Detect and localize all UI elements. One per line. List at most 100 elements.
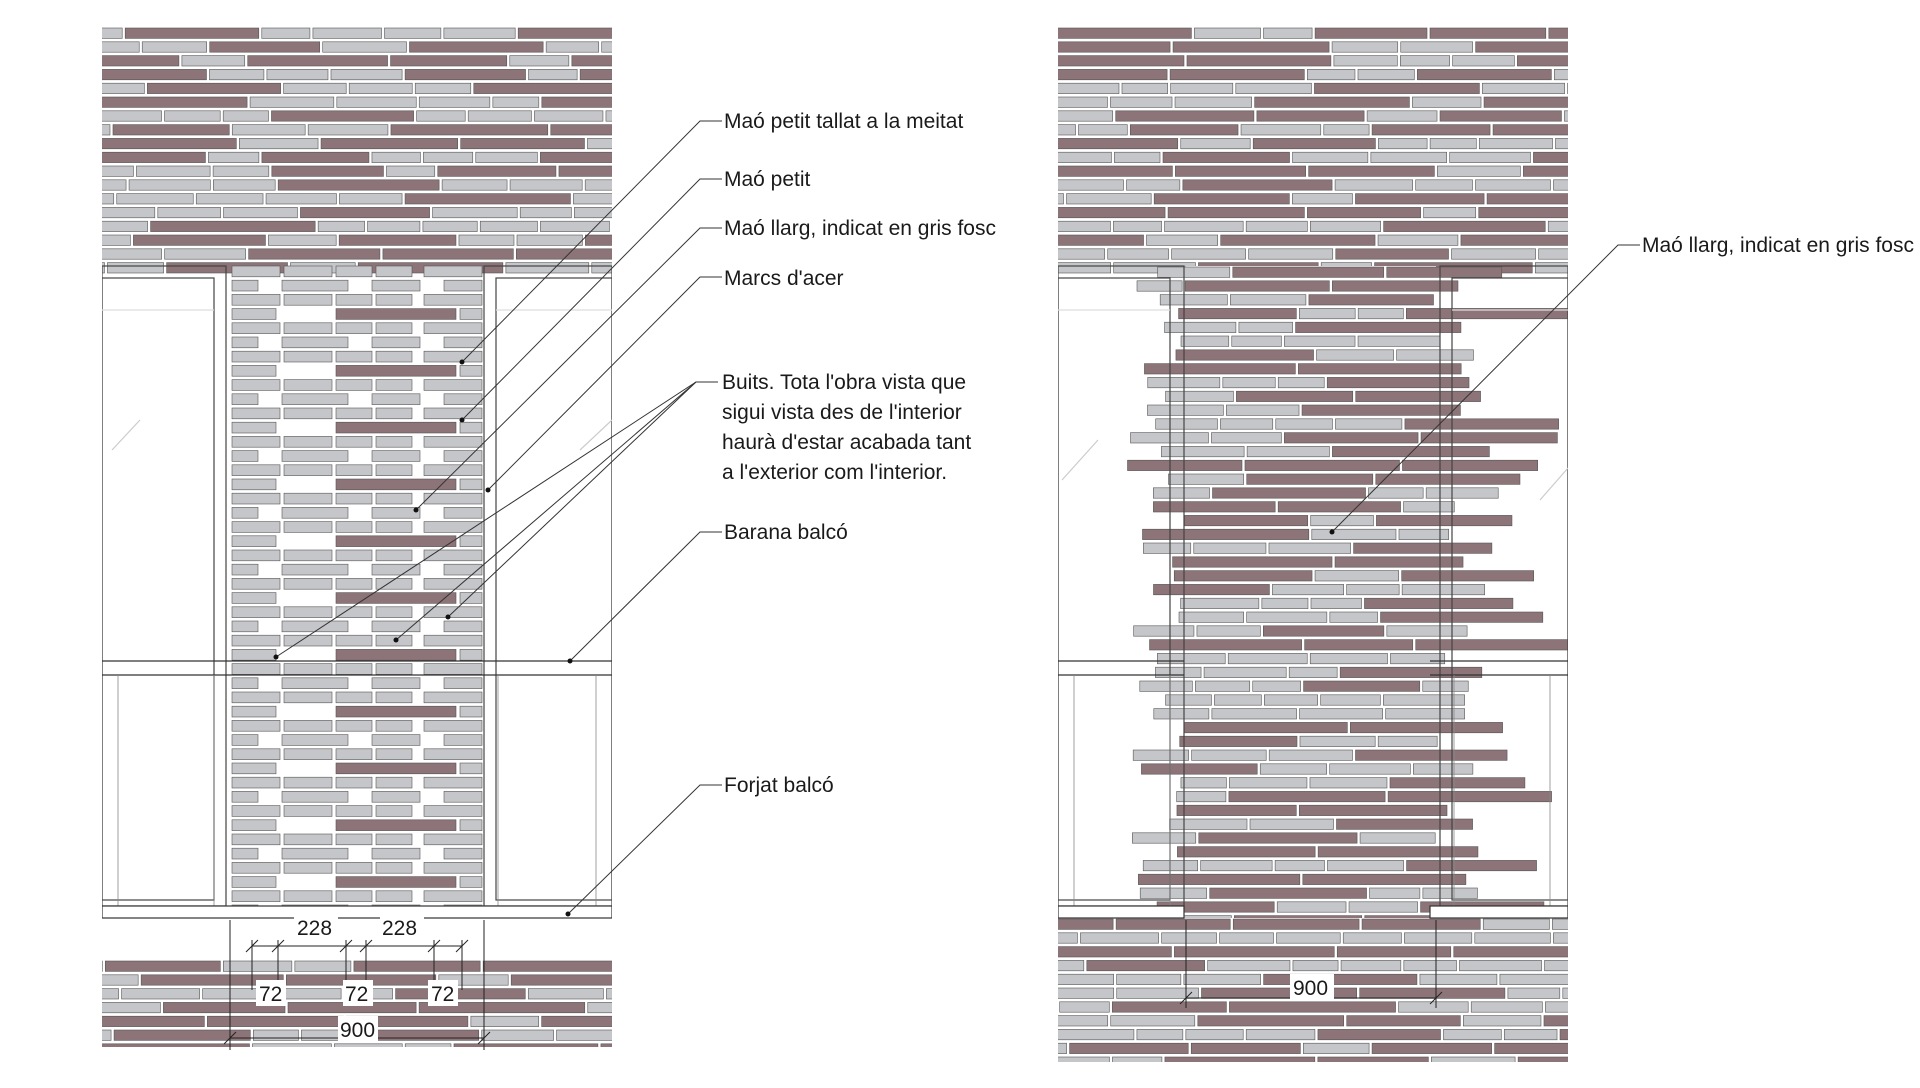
brick bbox=[371, 336, 421, 349]
brick bbox=[579, 69, 612, 81]
brick bbox=[375, 748, 413, 760]
brick bbox=[1406, 860, 1537, 872]
brick bbox=[541, 1015, 612, 1027]
brick bbox=[102, 248, 162, 260]
brick bbox=[1553, 932, 1568, 944]
brick bbox=[1138, 873, 1301, 885]
brick bbox=[1139, 680, 1193, 692]
brick bbox=[231, 748, 281, 760]
brick bbox=[1276, 932, 1341, 944]
brick bbox=[1353, 542, 1493, 554]
brick bbox=[1059, 1001, 1110, 1013]
dim-brick-2: 72 bbox=[345, 983, 368, 1006]
brick bbox=[1214, 694, 1262, 706]
brick bbox=[1390, 653, 1446, 665]
brick bbox=[1058, 1042, 1067, 1054]
brick bbox=[1058, 165, 1173, 177]
brick bbox=[1401, 570, 1534, 582]
brick bbox=[208, 151, 260, 163]
brick bbox=[1058, 193, 1064, 205]
brick bbox=[390, 55, 508, 67]
brick bbox=[375, 464, 413, 476]
brick bbox=[261, 151, 370, 163]
brick bbox=[231, 862, 281, 874]
brick bbox=[1309, 777, 1388, 789]
brick bbox=[1058, 207, 1166, 219]
brick bbox=[231, 492, 281, 505]
brick bbox=[1507, 987, 1561, 999]
brick bbox=[1538, 248, 1568, 260]
brick bbox=[1236, 390, 1354, 402]
brick bbox=[330, 69, 403, 81]
brick bbox=[1329, 611, 1378, 623]
brick bbox=[390, 124, 549, 136]
brick bbox=[395, 988, 526, 1000]
perforated-brick-pier bbox=[231, 265, 483, 917]
brick bbox=[102, 960, 103, 972]
brick bbox=[112, 124, 230, 136]
brick bbox=[423, 805, 483, 817]
brick bbox=[1486, 193, 1568, 205]
brick bbox=[207, 1015, 344, 1027]
brick bbox=[1499, 973, 1568, 985]
brick bbox=[443, 27, 516, 39]
brick bbox=[1377, 735, 1438, 747]
brick bbox=[1058, 1015, 1109, 1027]
brick bbox=[335, 663, 373, 675]
brick bbox=[1169, 69, 1305, 81]
brick bbox=[371, 507, 421, 519]
brick bbox=[1552, 918, 1568, 930]
brick bbox=[231, 563, 259, 576]
brick bbox=[1141, 763, 1258, 775]
brick bbox=[102, 207, 156, 219]
brick bbox=[231, 890, 281, 902]
brick bbox=[283, 805, 333, 817]
label-voids-line-4: a l'exterior com l'interior. bbox=[722, 461, 947, 484]
brick bbox=[231, 634, 281, 647]
brick bbox=[335, 649, 457, 661]
brick bbox=[371, 563, 421, 576]
brick bbox=[1146, 234, 1219, 246]
brick bbox=[375, 862, 413, 874]
brick bbox=[102, 27, 123, 39]
brick bbox=[510, 974, 612, 986]
brick bbox=[1219, 932, 1274, 944]
brick bbox=[1264, 694, 1318, 706]
brick bbox=[1346, 584, 1400, 596]
brick bbox=[281, 563, 349, 576]
brick bbox=[102, 82, 145, 94]
brick bbox=[1308, 165, 1435, 177]
brick bbox=[492, 96, 540, 108]
brick bbox=[1492, 124, 1568, 136]
brick bbox=[283, 464, 333, 476]
brick bbox=[423, 492, 483, 505]
brick bbox=[231, 322, 281, 334]
brick bbox=[335, 890, 373, 902]
brick bbox=[1058, 987, 1115, 999]
brick bbox=[231, 308, 277, 320]
brick bbox=[335, 776, 373, 789]
brick bbox=[1058, 262, 1111, 274]
leader-lines bbox=[275, 120, 722, 915]
brick bbox=[384, 27, 442, 39]
brick bbox=[1142, 528, 1310, 540]
brick bbox=[1403, 501, 1455, 513]
brick bbox=[1398, 528, 1449, 540]
brick bbox=[1184, 280, 1330, 292]
brick bbox=[1058, 27, 1192, 39]
brick bbox=[459, 819, 483, 831]
brick bbox=[1164, 1056, 1316, 1062]
brick bbox=[102, 179, 127, 191]
left-elevation-detail bbox=[102, 27, 612, 1047]
brick bbox=[1389, 777, 1526, 789]
brick bbox=[248, 248, 381, 260]
right-dimensions: 900 bbox=[1179, 920, 1443, 1008]
brick bbox=[375, 606, 413, 618]
brick bbox=[1385, 708, 1465, 720]
brick bbox=[1310, 515, 1374, 527]
brick bbox=[1220, 234, 1376, 246]
brick bbox=[1292, 193, 1353, 205]
brick bbox=[1268, 542, 1351, 554]
brick bbox=[481, 1029, 554, 1041]
brick bbox=[231, 393, 259, 405]
